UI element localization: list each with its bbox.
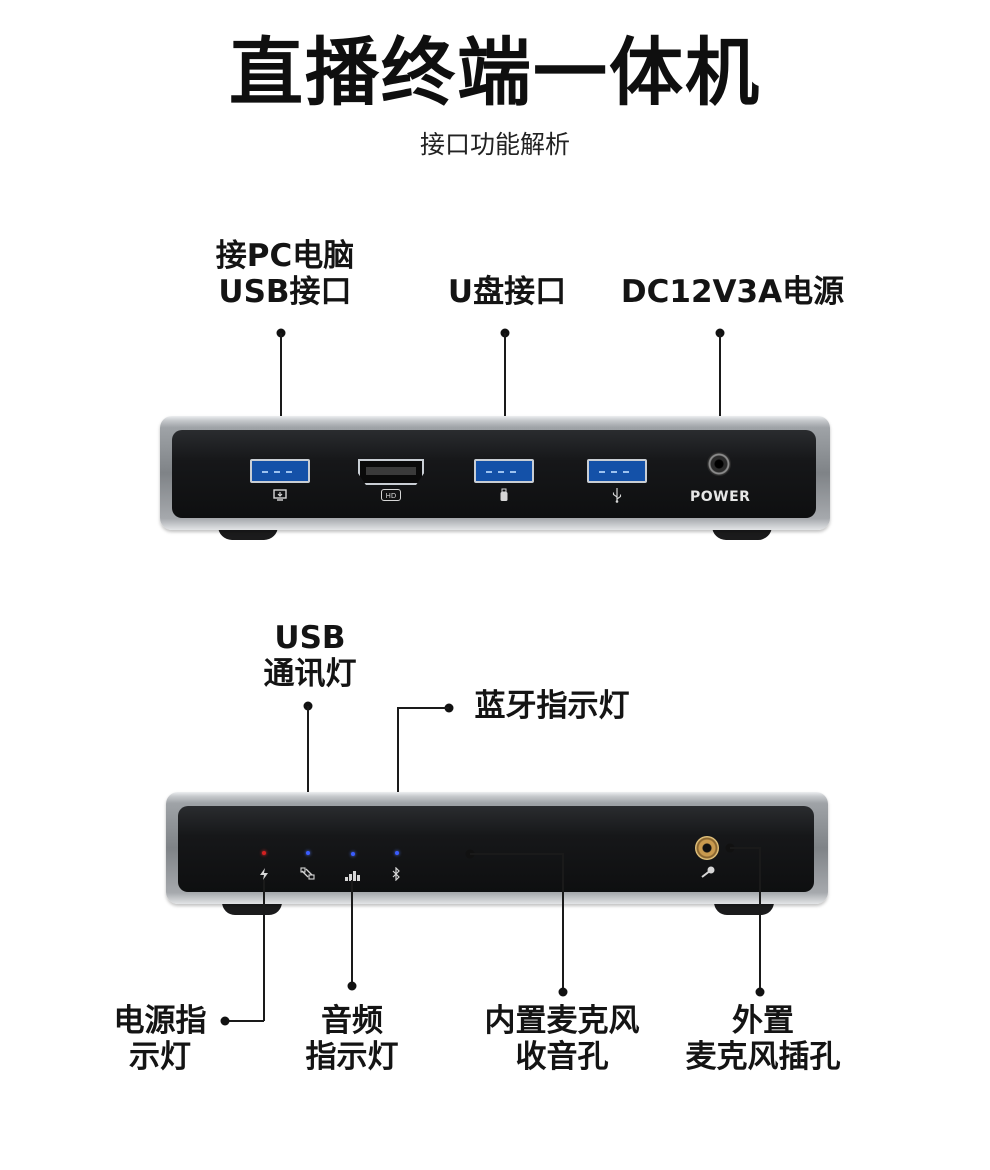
hdmi-port-inner xyxy=(366,467,416,475)
callout-line-external-mic-v xyxy=(759,847,761,992)
bluetooth-led xyxy=(395,851,399,855)
monitor-icon xyxy=(268,489,292,504)
power-led xyxy=(262,851,266,855)
callout-line-bluetooth-v xyxy=(397,707,399,846)
label-pc-usb: 接PC电脑 USB接口 xyxy=(215,238,355,310)
usb-link-icon xyxy=(300,866,316,885)
usb-port-udisk xyxy=(474,459,534,483)
label-audio-led: 音频 指示灯 xyxy=(305,1003,399,1075)
audio-led xyxy=(351,852,355,856)
callout-dot-external-mic-end xyxy=(755,987,765,997)
callout-line-udisk xyxy=(504,333,506,474)
label-udisk: U盘接口 xyxy=(447,274,567,310)
label-power-led: 电源指 示灯 xyxy=(113,1003,207,1075)
usb-drive-icon xyxy=(494,488,514,505)
page-subtitle: 接口功能解析 xyxy=(419,130,570,159)
hd-icon: HD xyxy=(381,489,401,501)
callout-line-builtin-mic-v xyxy=(562,853,564,992)
callout-dot-audio-led xyxy=(347,981,357,991)
callout-dot-builtin-mic-end xyxy=(558,987,568,997)
callout-line-external-mic-h xyxy=(730,847,760,849)
microphone-icon xyxy=(700,864,718,883)
callout-line-dc-power xyxy=(719,333,721,453)
label-bluetooth: 蓝牙指示灯 xyxy=(474,688,630,724)
dc-power-jack xyxy=(707,452,731,476)
callout-line-usb-comm xyxy=(307,706,309,846)
power-label: POWER xyxy=(690,489,751,505)
audio-bars-icon xyxy=(344,867,362,886)
label-builtin-mic: 内置麦克风 收音孔 xyxy=(484,1003,640,1075)
label-dc-power: DC12V3A电源 xyxy=(620,274,845,310)
label-usb-comm: USB 通讯灯 xyxy=(263,620,357,692)
callout-line-power-led-v xyxy=(263,880,265,1021)
callout-line-audio-led xyxy=(351,880,353,986)
bluetooth-icon xyxy=(391,866,401,885)
callout-dot-bluetooth xyxy=(444,703,454,713)
callout-dot-power-led xyxy=(220,1016,230,1026)
usb-port xyxy=(587,459,647,483)
usb-port-pc xyxy=(250,459,310,483)
page-title: 直播终端一体机 xyxy=(229,30,761,116)
callout-line-bluetooth-h xyxy=(397,707,449,709)
external-mic-jack xyxy=(695,836,719,860)
callout-line-pc-usb xyxy=(280,333,282,474)
device-foot xyxy=(222,902,282,915)
lightning-icon xyxy=(257,866,271,885)
label-external-mic: 外置 麦克风插孔 xyxy=(685,1003,841,1075)
callout-line-power-led-h xyxy=(224,1020,264,1022)
callout-line-builtin-mic-h xyxy=(470,853,563,855)
usb-icon xyxy=(607,487,627,506)
usb-comm-led xyxy=(306,851,310,855)
